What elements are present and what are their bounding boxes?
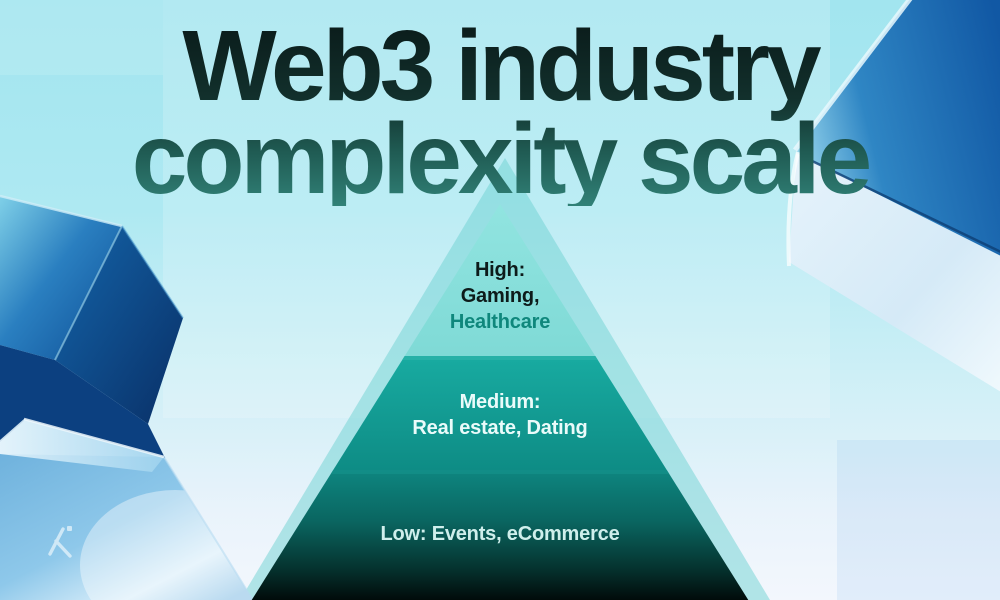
tier-label-low: Low: Events, eCommerce xyxy=(0,521,1000,547)
background-square xyxy=(0,0,163,75)
tier-medium-industries: Real estate, Dating xyxy=(412,417,588,439)
tier-high-level: High: xyxy=(474,259,526,281)
page-title: Web3 industry complexity scale xyxy=(0,20,1000,206)
page-title-line2: complexity scale xyxy=(131,103,869,215)
tier-label-medium: Medium: Real estate, Dating xyxy=(0,389,1000,441)
tier-high-industry-2: Healthcare xyxy=(449,311,551,333)
tier-medium-level: Medium: xyxy=(459,391,541,413)
tier-high-industry-1: Gaming, xyxy=(460,285,540,307)
tier-label-high: High: Gaming, Healthcare xyxy=(0,257,1000,335)
pyramid-tier-low-top-edge xyxy=(330,470,670,474)
background-square xyxy=(837,440,1000,600)
glass-cube-left-bottom xyxy=(0,417,254,600)
tier-low-text: Low: Events, eCommerce xyxy=(380,523,620,545)
